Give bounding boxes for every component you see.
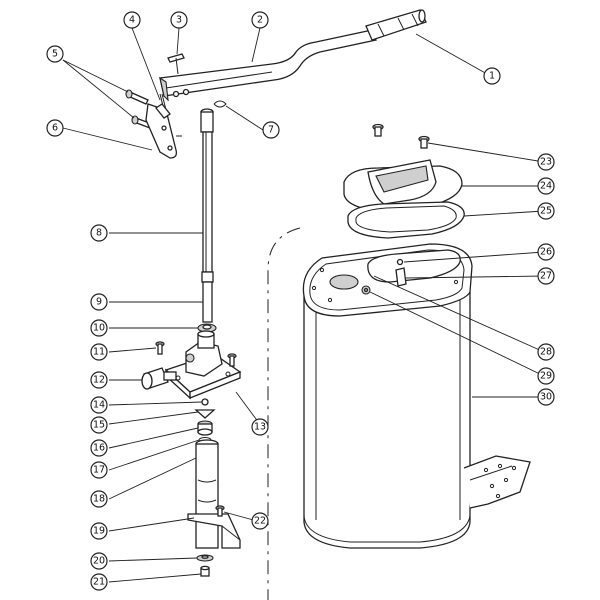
callout-23: 23 — [537, 153, 555, 171]
callout-28: 28 — [537, 343, 555, 361]
callout-5-label: 5 — [52, 49, 58, 60]
callout-22: 22 — [251, 512, 269, 530]
callout-4: 4 — [123, 11, 141, 29]
phantom-outline — [267, 227, 301, 600]
callout-15-label: 15 — [93, 420, 105, 431]
callout-11: 11 — [90, 343, 108, 361]
callout-19-label: 19 — [93, 526, 105, 537]
callout-29: 29 — [537, 367, 555, 385]
pump-rod — [200, 108, 214, 323]
pump-head — [164, 330, 242, 400]
callout-30: 30 — [537, 388, 555, 406]
pin — [167, 53, 185, 75]
callout-9: 9 — [90, 293, 108, 311]
callout-25-label: 25 — [540, 206, 552, 217]
callout-7-label: 7 — [268, 125, 274, 136]
callout-8-label: 8 — [96, 228, 102, 239]
callout-16: 16 — [90, 439, 108, 457]
handle-lever — [159, 29, 377, 102]
callout-20-label: 20 — [93, 556, 105, 567]
callout-10: 10 — [90, 319, 108, 337]
callout-16-label: 16 — [93, 443, 105, 454]
callout-18: 18 — [90, 490, 108, 508]
callout-28-label: 28 — [540, 347, 552, 358]
callout-17-label: 17 — [93, 465, 105, 476]
callout-24: 24 — [537, 177, 555, 195]
outlet-coupler — [141, 367, 177, 390]
callout-5: 5 — [46, 45, 64, 63]
link-bracket — [145, 103, 182, 159]
callout-21: 21 — [90, 573, 108, 591]
callout-2-label: 2 — [257, 15, 263, 26]
callout-13: 13 — [251, 418, 269, 436]
callout-29-label: 29 — [540, 371, 552, 382]
grease-tank — [302, 243, 531, 549]
callout-2: 2 — [251, 11, 269, 29]
callout-1-label: 1 — [489, 71, 495, 82]
callout-18-label: 18 — [93, 494, 105, 505]
callout-3-label: 3 — [176, 15, 182, 26]
callout-7: 7 — [262, 121, 280, 139]
callout-6-label: 6 — [52, 123, 58, 134]
callout-23-label: 23 — [540, 157, 552, 168]
callout-17: 17 — [90, 461, 108, 479]
small-screw — [396, 258, 404, 266]
callout-12-label: 12 — [93, 375, 105, 386]
callout-25: 25 — [537, 202, 555, 220]
callout-20: 20 — [90, 552, 108, 570]
screw-right — [227, 353, 237, 367]
callout-22-label: 22 — [254, 516, 266, 527]
callout-26: 26 — [537, 243, 555, 261]
callout-12: 12 — [90, 371, 108, 389]
callout-26-label: 26 — [540, 247, 552, 258]
callout-3: 3 — [170, 11, 188, 29]
handle-grip — [365, 9, 427, 41]
callout-1: 1 — [483, 67, 501, 85]
callout-8: 8 — [90, 224, 108, 242]
lid-gasket — [347, 201, 465, 239]
callout-14: 14 — [90, 396, 108, 414]
callout-6: 6 — [46, 119, 64, 137]
pump-cylinder — [195, 439, 219, 517]
seal-washer — [197, 323, 217, 333]
callout-21-label: 21 — [93, 577, 105, 588]
clip — [213, 100, 227, 108]
callout-10-label: 10 — [93, 323, 105, 334]
screw-22 — [215, 505, 225, 517]
leader-lines — [62, 27, 545, 583]
mounting-bracket — [187, 513, 241, 549]
callout-15: 15 — [90, 416, 108, 434]
gasket-washer — [196, 554, 214, 562]
ball-check — [201, 398, 209, 406]
callout-14-label: 14 — [93, 400, 105, 411]
lid — [343, 159, 463, 213]
callout-9-label: 9 — [96, 297, 102, 308]
callout-27: 27 — [537, 267, 555, 285]
callout-30-label: 30 — [540, 392, 552, 403]
lid-screws — [372, 123, 430, 149]
callout-11-label: 11 — [93, 347, 105, 358]
callout-27-label: 27 — [540, 271, 552, 282]
spring-washer — [194, 409, 216, 419]
strainer-nut — [200, 565, 210, 577]
callout-4-label: 4 — [129, 15, 135, 26]
screw-11 — [155, 341, 165, 355]
callout-13-label: 13 — [254, 422, 266, 433]
callout-19: 19 — [90, 522, 108, 540]
valve-seat — [197, 420, 213, 436]
callout-24-label: 24 — [540, 181, 552, 192]
